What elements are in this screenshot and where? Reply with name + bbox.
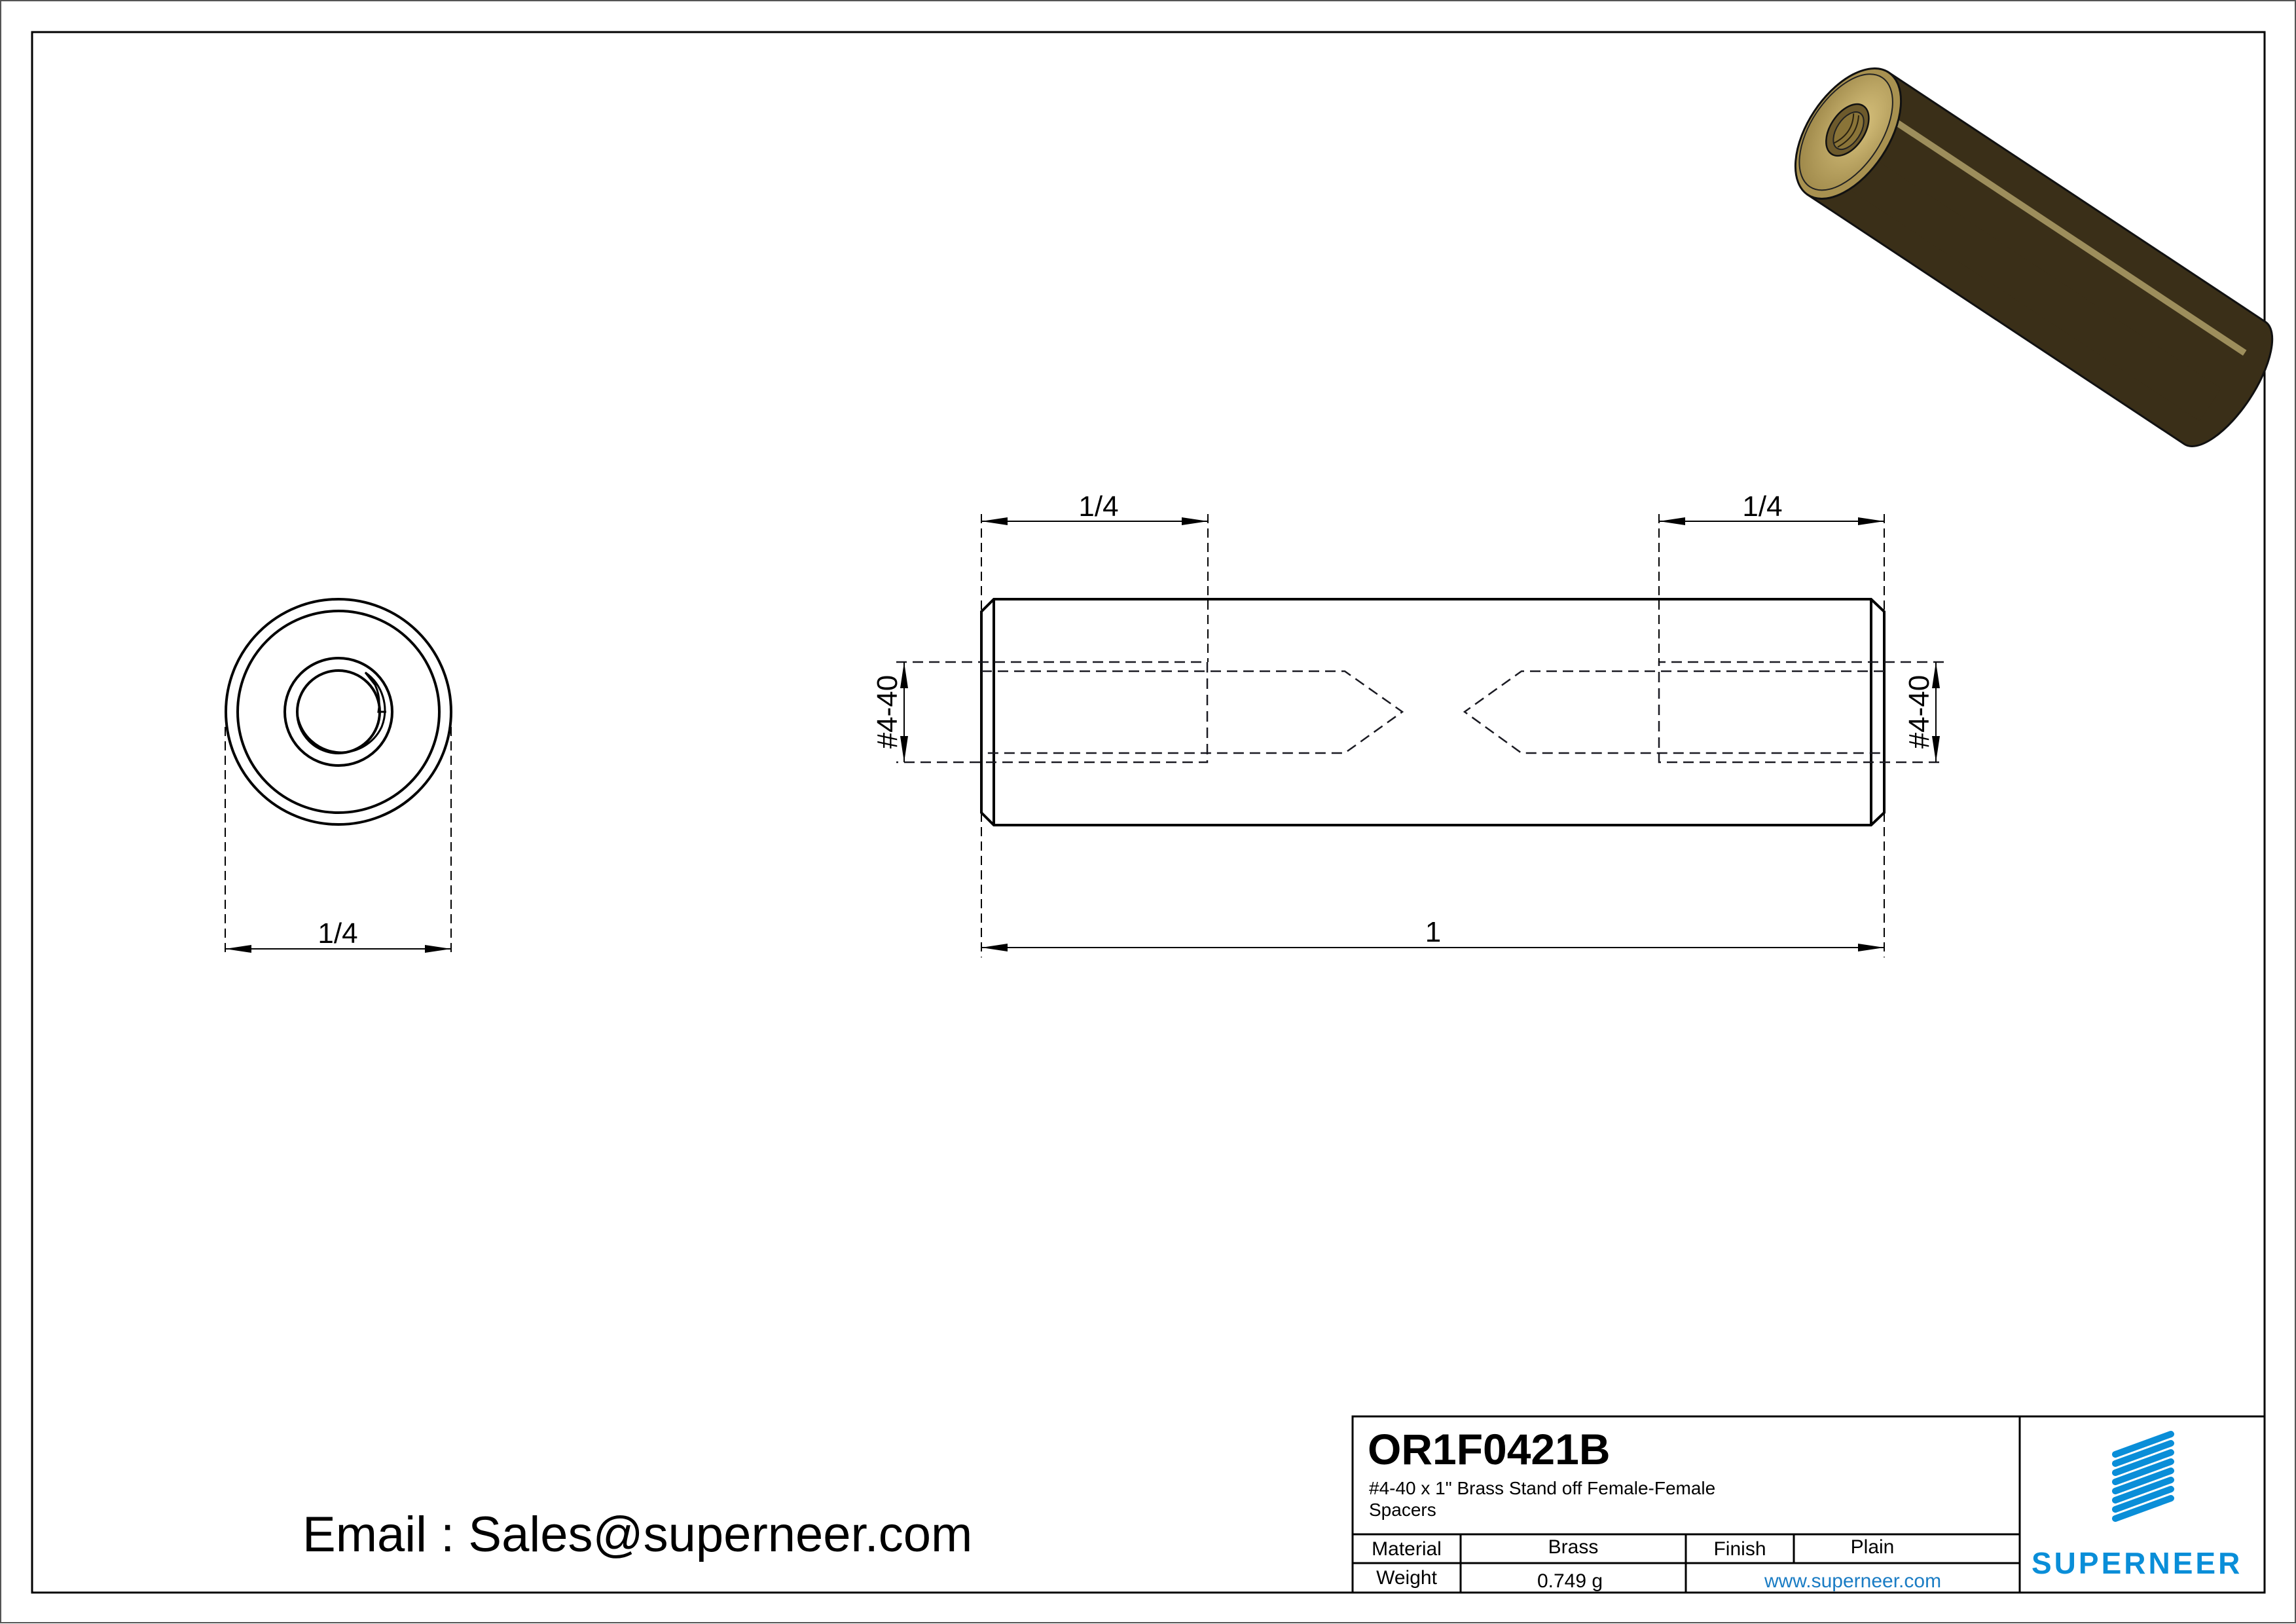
- website-link[interactable]: www.superneer.com: [1764, 1570, 1942, 1592]
- left-thread-size-label: #4-40: [871, 675, 903, 749]
- part-number: OR1F0421B: [1368, 1425, 1611, 1473]
- stripes-logo-icon: [2112, 1431, 2174, 1522]
- finish-label: Finish: [1713, 1538, 1766, 1560]
- overall-length-label: 1: [1425, 916, 1441, 948]
- description-line-1: #4-40 x 1" Brass Stand off Female-Female: [1369, 1478, 1716, 1498]
- description-line-2: Spacers: [1369, 1500, 1436, 1520]
- dimension-lines: [900, 517, 1940, 951]
- logo-wordmark: SUPERNEER: [2032, 1546, 2243, 1580]
- right-thread-depth-label: 1/4: [1742, 490, 1782, 523]
- hidden-thread-lines: [896, 661, 1944, 764]
- weight-label: Weight: [1376, 1567, 1437, 1589]
- extension-lines: [981, 514, 1885, 957]
- right-thread-size-label: #4-40: [1903, 675, 1935, 749]
- isometric-render: [1794, 67, 2274, 447]
- end-view: [225, 598, 452, 826]
- end-view-diameter-label: 1/4: [318, 917, 357, 950]
- contact-email: Email : Sales@superneer.com: [302, 1507, 973, 1562]
- material-label: Material: [1372, 1538, 1442, 1560]
- finish-value: Plain: [1850, 1536, 1895, 1558]
- end-view-diameter-dimension: [225, 727, 452, 957]
- material-value: Brass: [1548, 1536, 1599, 1558]
- title-block-grid: [1351, 1415, 2266, 1594]
- weight-value: 0.749 g: [1537, 1570, 1603, 1592]
- side-view-outline: [980, 598, 1886, 826]
- inner-border: [31, 31, 2266, 1594]
- left-thread-depth-label: 1/4: [1078, 490, 1118, 523]
